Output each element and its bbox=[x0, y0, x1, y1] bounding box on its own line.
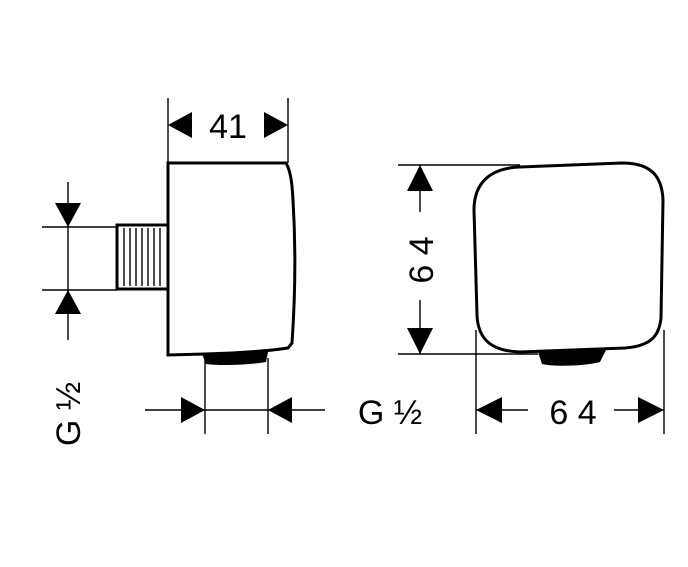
side-view-outlet bbox=[202, 352, 268, 366]
outlet-dim-arrow-right bbox=[268, 397, 292, 423]
width-dim-arrow-left bbox=[476, 397, 502, 423]
front-view-body bbox=[472, 161, 665, 354]
dimension-inlet-thread: G ½ bbox=[42, 182, 117, 446]
dim-41-arrow-right bbox=[264, 112, 288, 138]
front-view bbox=[472, 161, 665, 366]
front-width-label: 6 4 bbox=[549, 394, 596, 432]
dim-41-arrow-left bbox=[168, 112, 192, 138]
inlet-dim-arrow-top bbox=[55, 203, 81, 227]
width-dim-arrow-right bbox=[638, 397, 664, 423]
dimension-41: 41 bbox=[167, 98, 289, 163]
side-view-body bbox=[166, 161, 297, 357]
side-view-inlet-nipple bbox=[115, 223, 170, 291]
dimension-outlet-thread: G ½ bbox=[145, 358, 422, 434]
front-view-outlet bbox=[538, 350, 606, 366]
dimension-front-width: 6 4 bbox=[475, 330, 665, 434]
height-dim-arrow-bottom bbox=[407, 328, 433, 354]
dimension-front-height: 6 4 bbox=[398, 164, 538, 355]
height-dim-arrow-top bbox=[407, 165, 433, 191]
outlet-dim-arrow-left bbox=[181, 397, 205, 423]
dim-41-label: 41 bbox=[209, 108, 247, 146]
side-view bbox=[115, 161, 297, 366]
inlet-thread-lines bbox=[123, 228, 161, 286]
inlet-thread-label: G ½ bbox=[50, 382, 88, 446]
inlet-dim-arrow-bottom bbox=[55, 290, 81, 314]
outlet-thread-label: G ½ bbox=[358, 394, 422, 432]
front-height-label: 6 4 bbox=[403, 236, 441, 283]
